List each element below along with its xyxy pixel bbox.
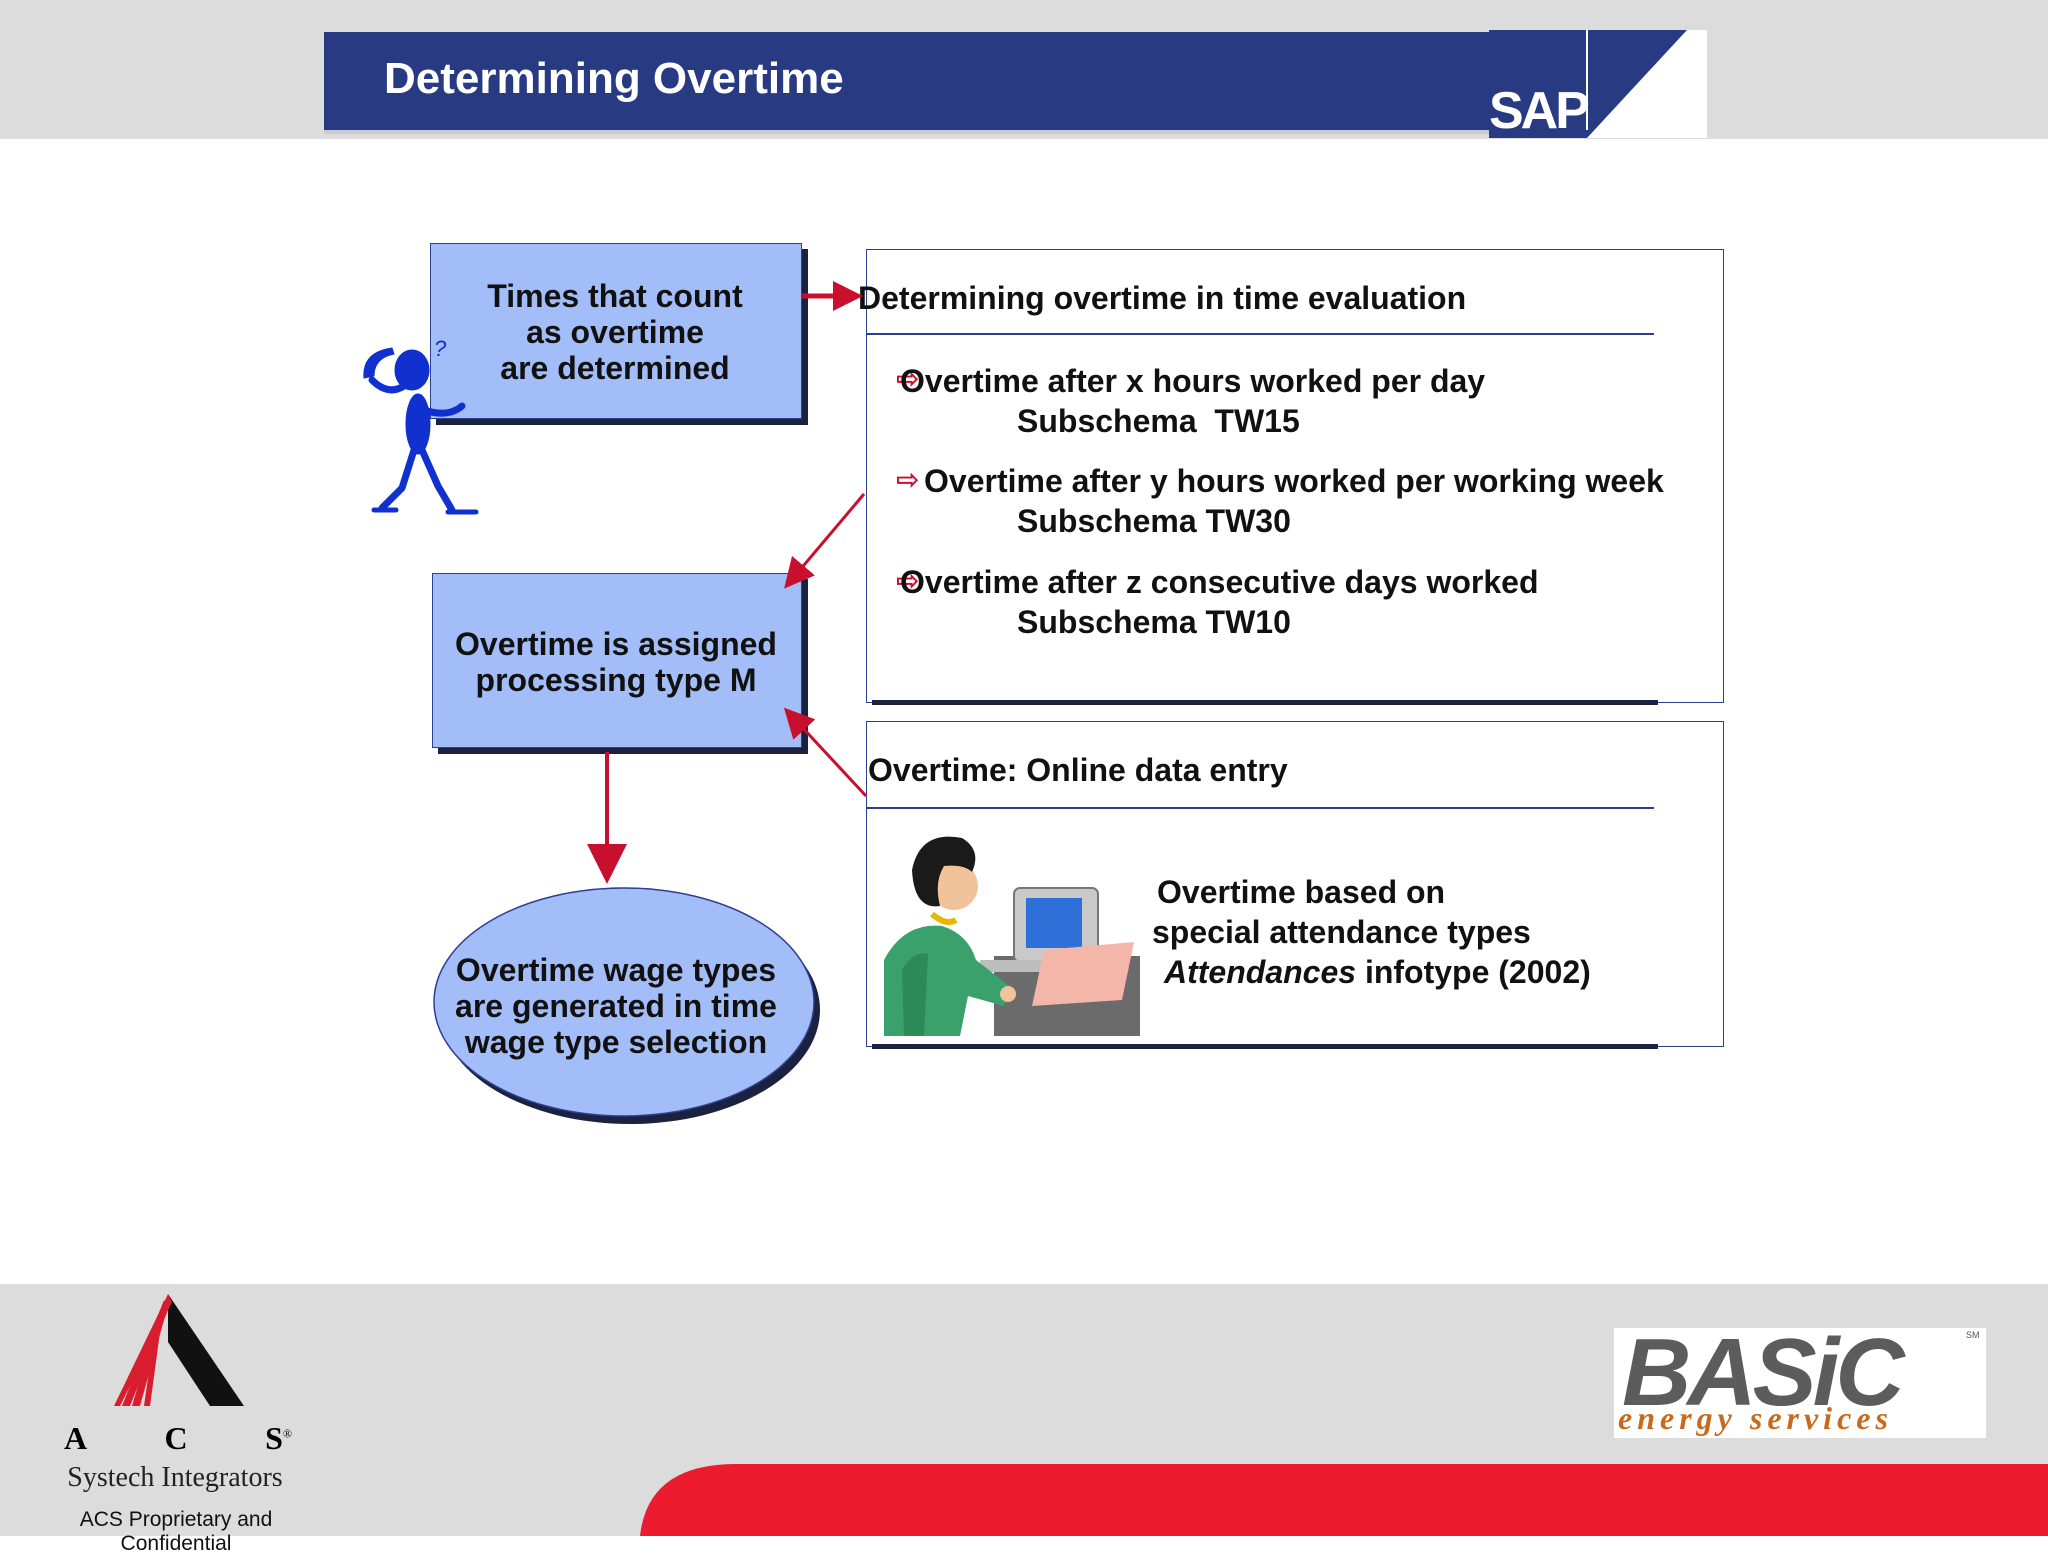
wage-types-ellipse <box>433 887 820 1124</box>
acs-letter-c: C <box>164 1420 188 1456</box>
title-bar-shadow <box>324 130 1489 134</box>
times-determined-text: Times that count as overtime are determi… <box>430 278 800 386</box>
sap-logo-text: SAP <box>1489 82 1588 138</box>
basic-logo-word: BASiC <box>1622 1319 1905 1426</box>
acs-logo <box>114 1294 244 1406</box>
slide-title: Determining Overtime <box>384 54 844 103</box>
processing-type-box <box>432 573 802 748</box>
subschema-tw10: Subschema TW10 <box>1017 604 1291 640</box>
arrow-bullet-icon: ⇨ <box>896 363 920 394</box>
overtime-per-week: Overtime after y hours worked per workin… <box>924 463 1664 499</box>
infotype-label: infotype (2002) <box>1356 954 1591 990</box>
arrow-bullet-icon: ⇨ <box>896 464 920 495</box>
sap-logo: SAP <box>1489 30 1707 138</box>
arrow-evaluation-to-assigned <box>784 493 866 589</box>
acs-tagline: Systech Integrators <box>67 1462 283 1493</box>
overtime-per-day: Overtime after x hours worked per day <box>900 363 1486 399</box>
online-entry-divider <box>866 807 1654 809</box>
basic-logo <box>1614 1328 1986 1438</box>
arrow-bullet-icon: ⇨ <box>896 565 920 596</box>
time-evaluation-heading: Determining overtime in time evaluation <box>858 280 1467 316</box>
acs-letter-s: S® <box>265 1420 292 1456</box>
overtime-consecutive-days: Overtime after z consecutive days worked <box>900 564 1539 600</box>
online-line-3: Attendances infotype (2002) <box>1164 954 1591 991</box>
thinking-person-icon: ? <box>363 340 479 515</box>
time-evaluation-panel-shadow <box>872 700 1658 705</box>
attendances-italic: Attendances <box>1164 954 1357 990</box>
registered-mark: ® <box>282 1426 292 1441</box>
time-evaluation-panel <box>866 249 1724 703</box>
online-line-1: Overtime based on <box>1157 874 1446 910</box>
assigned-line-1: Overtime is assigned <box>455 626 777 662</box>
office-worker-computer-icon <box>884 830 1140 1036</box>
wage-line-2: are generated in time <box>455 988 777 1024</box>
confidentiality-notice: ACS Proprietary and Confidential <box>79 1508 273 1555</box>
acs-letter-a: A <box>64 1420 88 1456</box>
online-line-2: special attendance types <box>1152 914 1531 950</box>
online-entry-heading: Overtime: Online data entry <box>868 752 1288 788</box>
processing-type-text: Overtime is assigned processing type M <box>432 626 800 698</box>
wage-types-text: Overtime wage types are generated in tim… <box>432 952 800 1060</box>
service-mark: SM <box>1966 1330 1980 1340</box>
assigned-line-2: processing type M <box>475 662 757 698</box>
time-evaluation-divider <box>866 333 1654 335</box>
times-determined-box <box>430 243 802 419</box>
title-bar <box>324 32 1489 130</box>
svg-text:?: ? <box>434 340 447 361</box>
times-line-1: Times that count <box>487 278 743 314</box>
subschema-tw15: Subschema TW15 <box>1017 403 1300 439</box>
wage-line-3: wage type selection <box>464 1024 768 1060</box>
wage-line-1: Overtime wage types <box>455 952 777 988</box>
acs-letters: A C S® <box>64 1420 292 1457</box>
times-line-2: as overtime <box>526 314 704 350</box>
footer-red-wave <box>640 1464 2048 1536</box>
online-entry-panel-shadow <box>872 1044 1658 1049</box>
basic-logo-subtitle: energy services <box>1618 1400 1893 1436</box>
times-line-3: are determined <box>500 350 730 386</box>
subschema-tw30: Subschema TW30 <box>1017 503 1291 539</box>
